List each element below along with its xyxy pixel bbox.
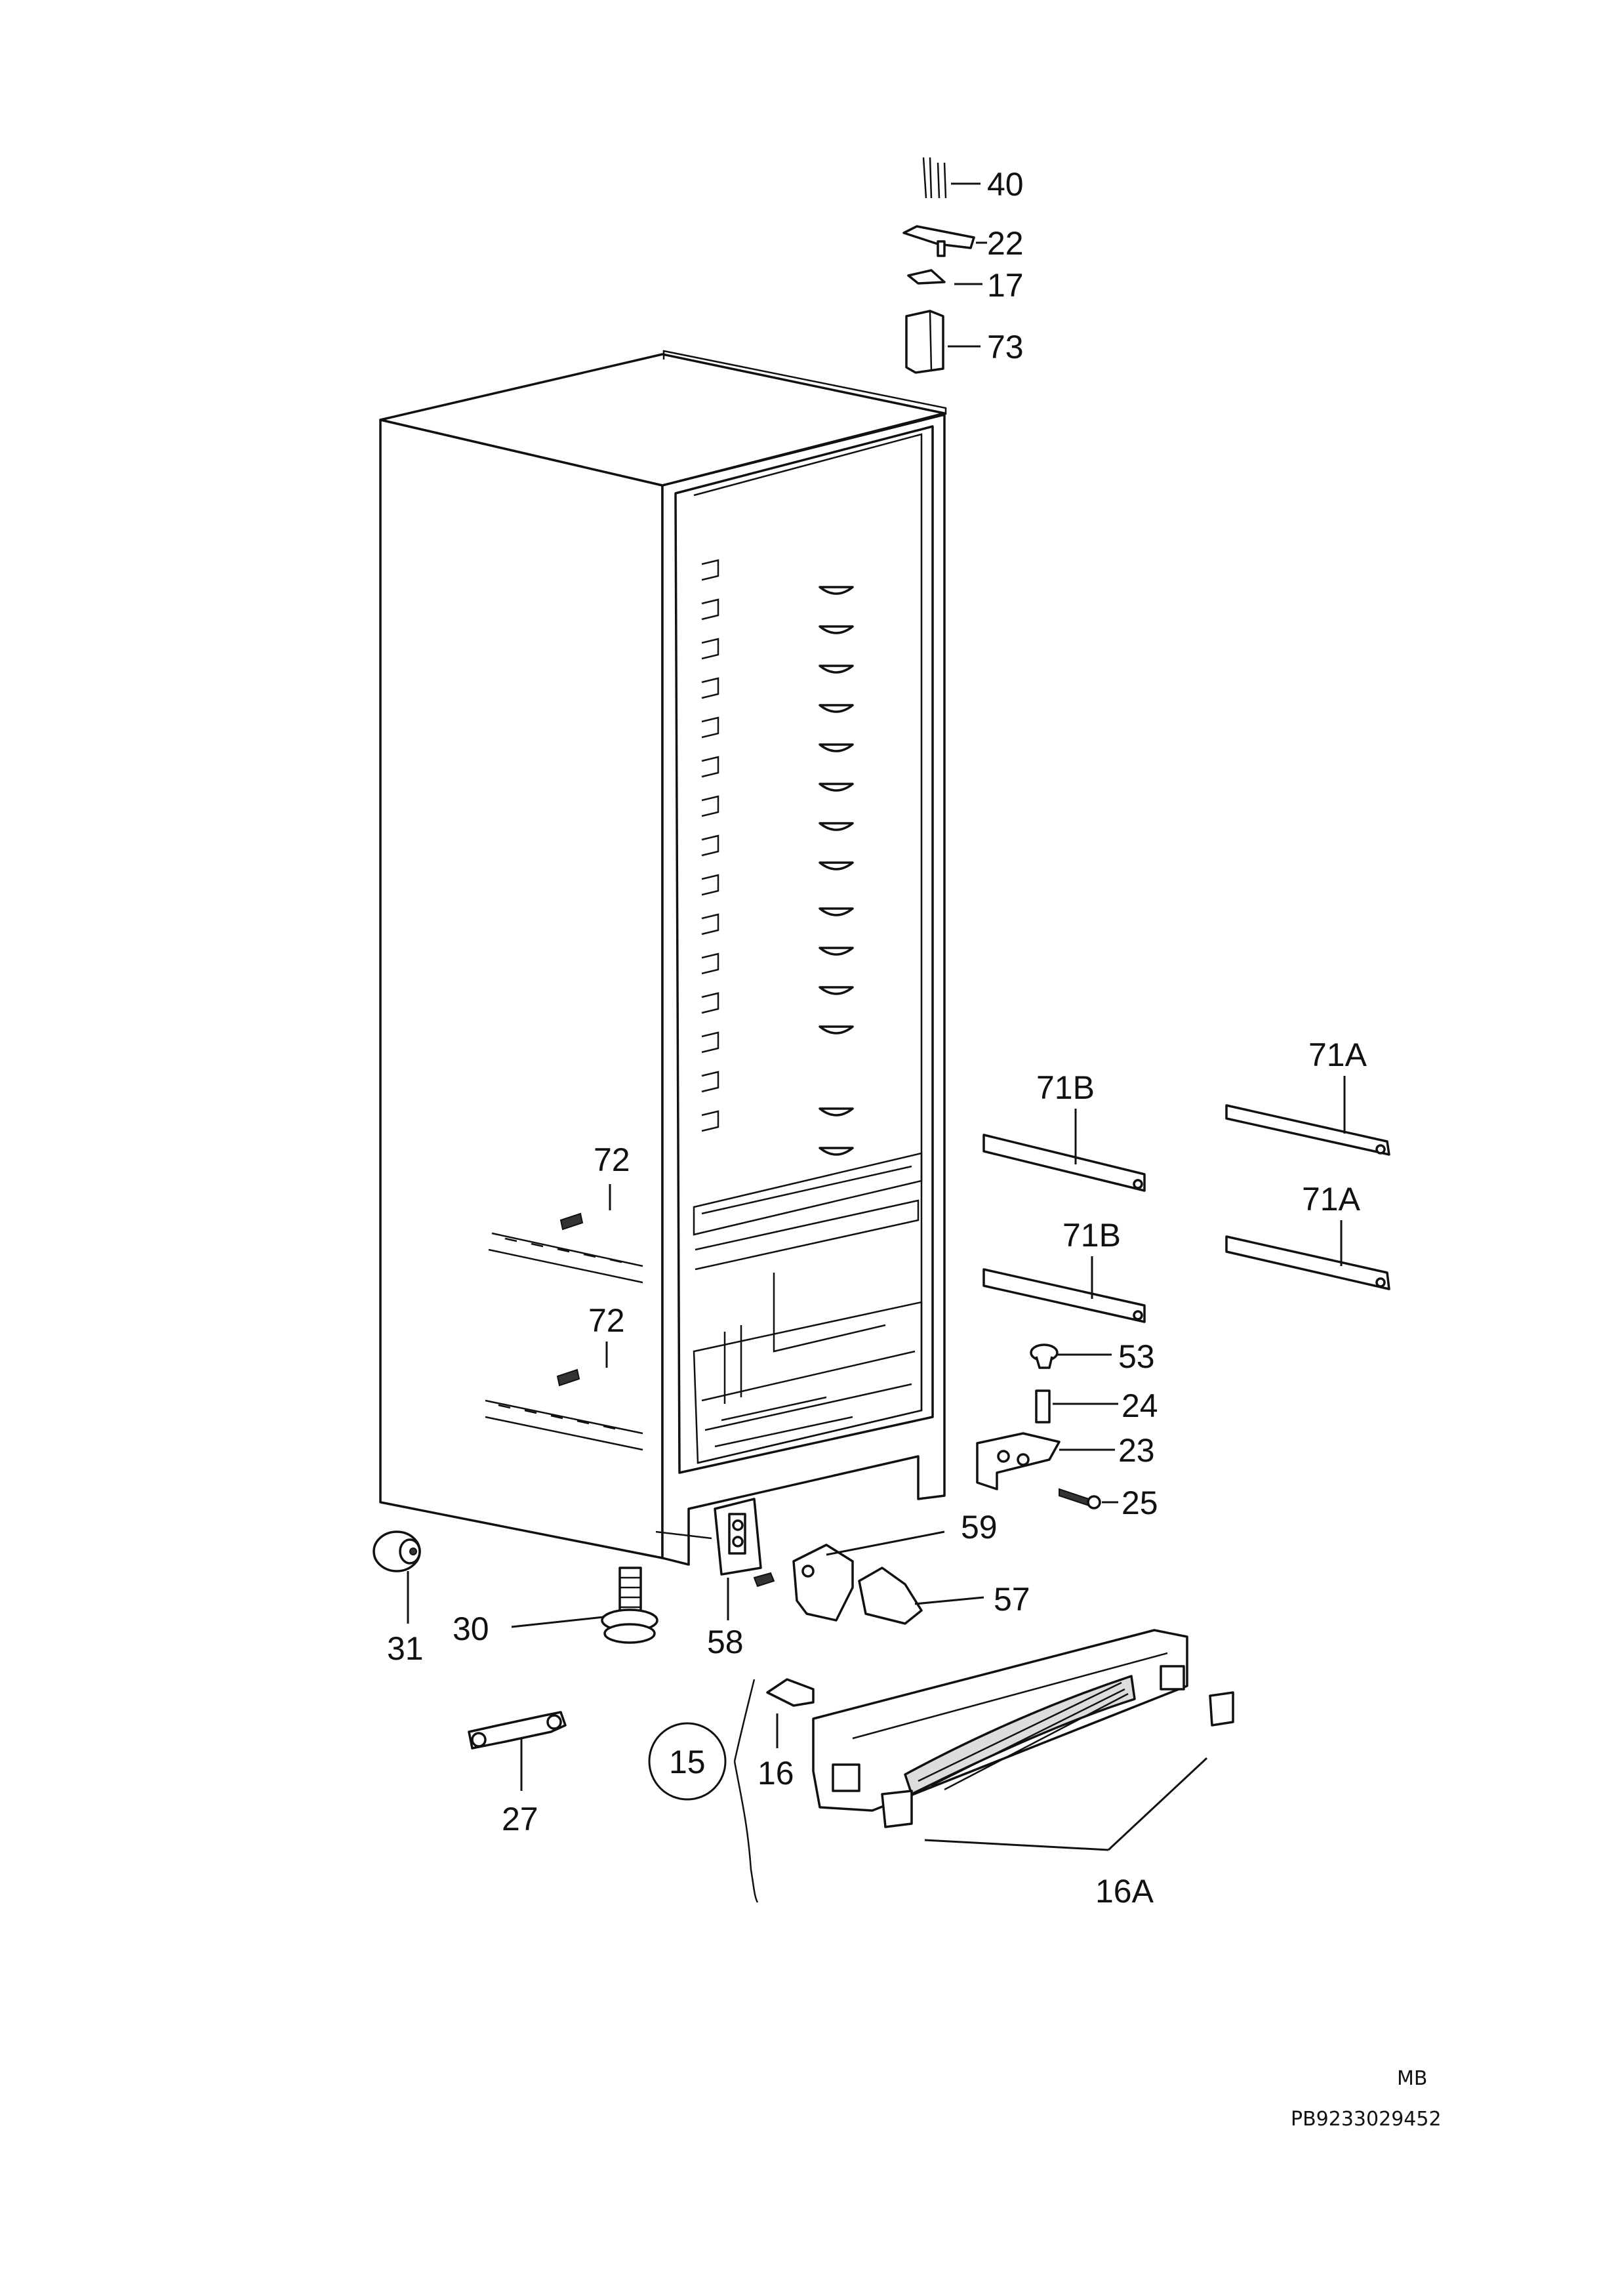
label-71B-bottom: 71B <box>1062 1217 1121 1254</box>
part-15-callout <box>648 1679 759 1903</box>
part-58-bracket <box>655 1498 775 1620</box>
part-73-cover <box>905 310 981 374</box>
label-22: 22 <box>987 225 1024 262</box>
label-73: 73 <box>987 329 1024 365</box>
part-30-leveling-foot <box>511 1567 658 1644</box>
part-40-pins <box>922 157 981 199</box>
cabinet <box>379 350 947 1566</box>
label-16A: 16A <box>1095 1873 1154 1910</box>
part-22-hinge-plate <box>902 225 987 257</box>
part-72-top <box>488 1184 643 1284</box>
label-40: 40 <box>987 166 1024 203</box>
part-24-pin <box>1035 1389 1118 1424</box>
label-71B-top: 71B <box>1036 1069 1095 1106</box>
part-71A-bottom <box>1225 1220 1390 1290</box>
shelf-slots <box>701 559 719 1132</box>
part-31-knob <box>373 1530 421 1624</box>
label-16: 16 <box>758 1755 794 1792</box>
part-57-foot-cover <box>858 1567 984 1625</box>
label-30: 30 <box>453 1610 489 1647</box>
label-53: 53 <box>1118 1338 1155 1375</box>
part-17-washer <box>907 269 982 285</box>
label-27: 27 <box>502 1801 538 1837</box>
label-31: 31 <box>387 1630 424 1667</box>
label-24: 24 <box>1122 1387 1158 1424</box>
label-59: 59 <box>961 1509 998 1546</box>
part-16-clip <box>766 1678 815 1748</box>
shelf-pegs <box>819 586 854 1156</box>
label-71A-top: 71A <box>1308 1036 1367 1073</box>
part-23-hinge <box>976 1432 1115 1490</box>
part-71A-top <box>1225 1076 1390 1156</box>
footer-part-number: PB9233029452 <box>1291 2108 1442 2131</box>
part-53-cap <box>1030 1343 1112 1369</box>
label-25: 25 <box>1122 1485 1158 1521</box>
label-57: 57 <box>994 1581 1030 1618</box>
part-16A-plinth-grille <box>812 1629 1234 1851</box>
part-71B-top <box>982 1109 1146 1192</box>
label-15: 15 <box>669 1744 706 1780</box>
label-58: 58 <box>707 1624 744 1660</box>
label-71A-bottom: 71A <box>1302 1181 1361 1218</box>
label-23: 23 <box>1118 1432 1155 1469</box>
part-59-foot-cover <box>792 1530 945 1622</box>
part-25-screw <box>1059 1488 1118 1509</box>
label-72-top: 72 <box>594 1141 630 1178</box>
label-17: 17 <box>987 267 1024 304</box>
part-72-bottom <box>485 1342 643 1451</box>
label-72-bottom: 72 <box>588 1302 625 1339</box>
part-27-wrench <box>468 1711 567 1791</box>
footer-code: MB <box>1397 2067 1427 2090</box>
part-71B-bottom <box>982 1256 1146 1323</box>
